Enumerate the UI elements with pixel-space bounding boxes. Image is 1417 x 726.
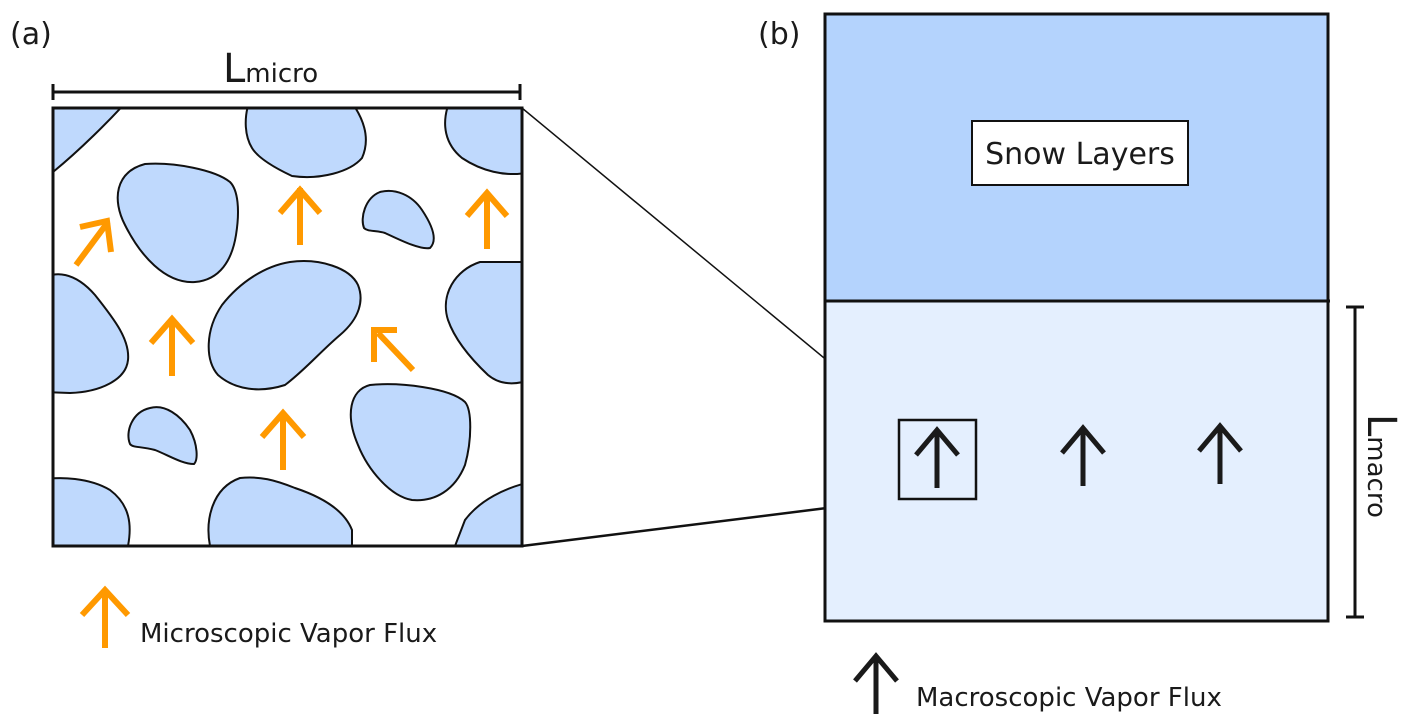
micro-arrow-icon	[73, 217, 114, 267]
macro-legend-arrow-icon	[853, 652, 899, 714]
microstructure-box	[51, 106, 524, 548]
macro-scale-label: Lmacro	[1358, 414, 1404, 518]
ice-grain	[361, 190, 435, 250]
micro-arrow-icon	[277, 185, 323, 245]
micro-scale-bar	[51, 84, 522, 100]
macro-flux-arrows	[914, 422, 1243, 488]
ice-grain	[207, 260, 362, 391]
snow-layers-label-box	[971, 120, 1189, 186]
macro-arrow-icon	[914, 426, 960, 488]
micro-arrow-icon	[148, 314, 196, 376]
micro-arrow-icon	[371, 327, 416, 373]
panel-b-label: (b)	[758, 17, 800, 52]
ice-grain	[444, 261, 522, 385]
snow-layers-label: Snow Layers	[985, 137, 1175, 172]
macro-legend-label: Macroscopic Vapor Flux	[916, 683, 1222, 713]
panel-a-label: (a)	[10, 17, 52, 52]
macro-arrow-icon	[1060, 424, 1106, 486]
zoom-source-box	[897, 418, 978, 501]
micro-legend-arrow-icon	[79, 585, 131, 648]
ice-grain	[244, 108, 367, 178]
ice-grain	[349, 383, 472, 502]
macro-domain-region	[825, 301, 1328, 621]
micro-arrow-icon	[259, 408, 307, 470]
ice-grain	[53, 477, 131, 546]
micro-arrow-icon	[464, 188, 510, 249]
micro-legend-label: Microscopic Vapor Flux	[140, 619, 437, 649]
ice-grain	[53, 273, 130, 395]
ice-grain	[127, 406, 198, 466]
macro-domain-box	[823, 12, 1330, 623]
micro-scale-label: Lmicro	[223, 46, 318, 92]
ice-grain	[453, 483, 522, 546]
macro-arrow-icon	[1197, 422, 1243, 484]
micro-flux-arrows	[73, 185, 510, 470]
ice-grain	[207, 476, 353, 546]
ice-grain	[116, 162, 239, 284]
macro-scale-bar	[1346, 305, 1364, 619]
